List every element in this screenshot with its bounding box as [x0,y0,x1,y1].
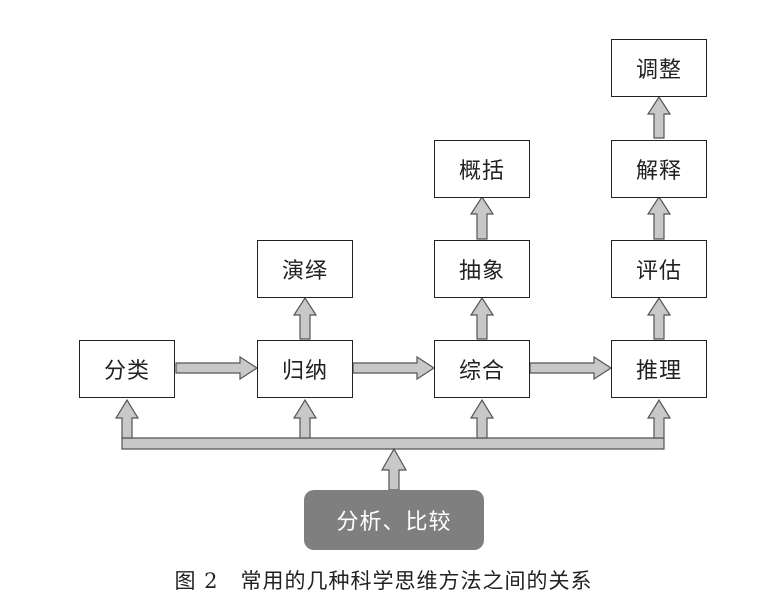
arrow-reason-to-evaluate [646,296,672,340]
arrow-bus-to-reason [646,398,672,439]
arrow-interpret-to-adjust [646,95,672,139]
arrow-induce-to-deduce [292,296,318,340]
node-abstract: 抽象 [434,240,530,298]
node-evaluate: 评估 [611,240,707,298]
arrow-synthesize-to-reason [529,355,613,381]
node-analyze-compare: 分析、比较 [304,490,484,550]
bus-bar [121,437,665,450]
node-induce: 归纳 [257,340,353,398]
arrow-analyze-to-bus [380,447,408,491]
node-deduce: 演绎 [257,240,353,298]
arrow-bus-to-classify [114,398,140,439]
figure-caption: 图 2 常用的几种科学思维方法之间的关系 [174,569,593,593]
arrow-abstract-to-generalize [469,195,495,240]
arrow-induce-to-synthesize [352,355,436,381]
arrow-evaluate-to-interpret [646,195,672,240]
node-interpret: 解释 [611,140,707,198]
node-synthesize: 综合 [434,340,530,398]
node-reason: 推理 [611,340,707,398]
arrow-synthesize-to-abstract [469,296,495,340]
node-classify: 分类 [79,340,175,398]
node-adjust: 调整 [611,39,707,97]
arrow-bus-to-induce [292,398,318,439]
node-generalize: 概括 [434,140,530,198]
arrow-bus-to-synthesize [469,398,495,439]
arrow-classify-to-induce [175,355,259,381]
